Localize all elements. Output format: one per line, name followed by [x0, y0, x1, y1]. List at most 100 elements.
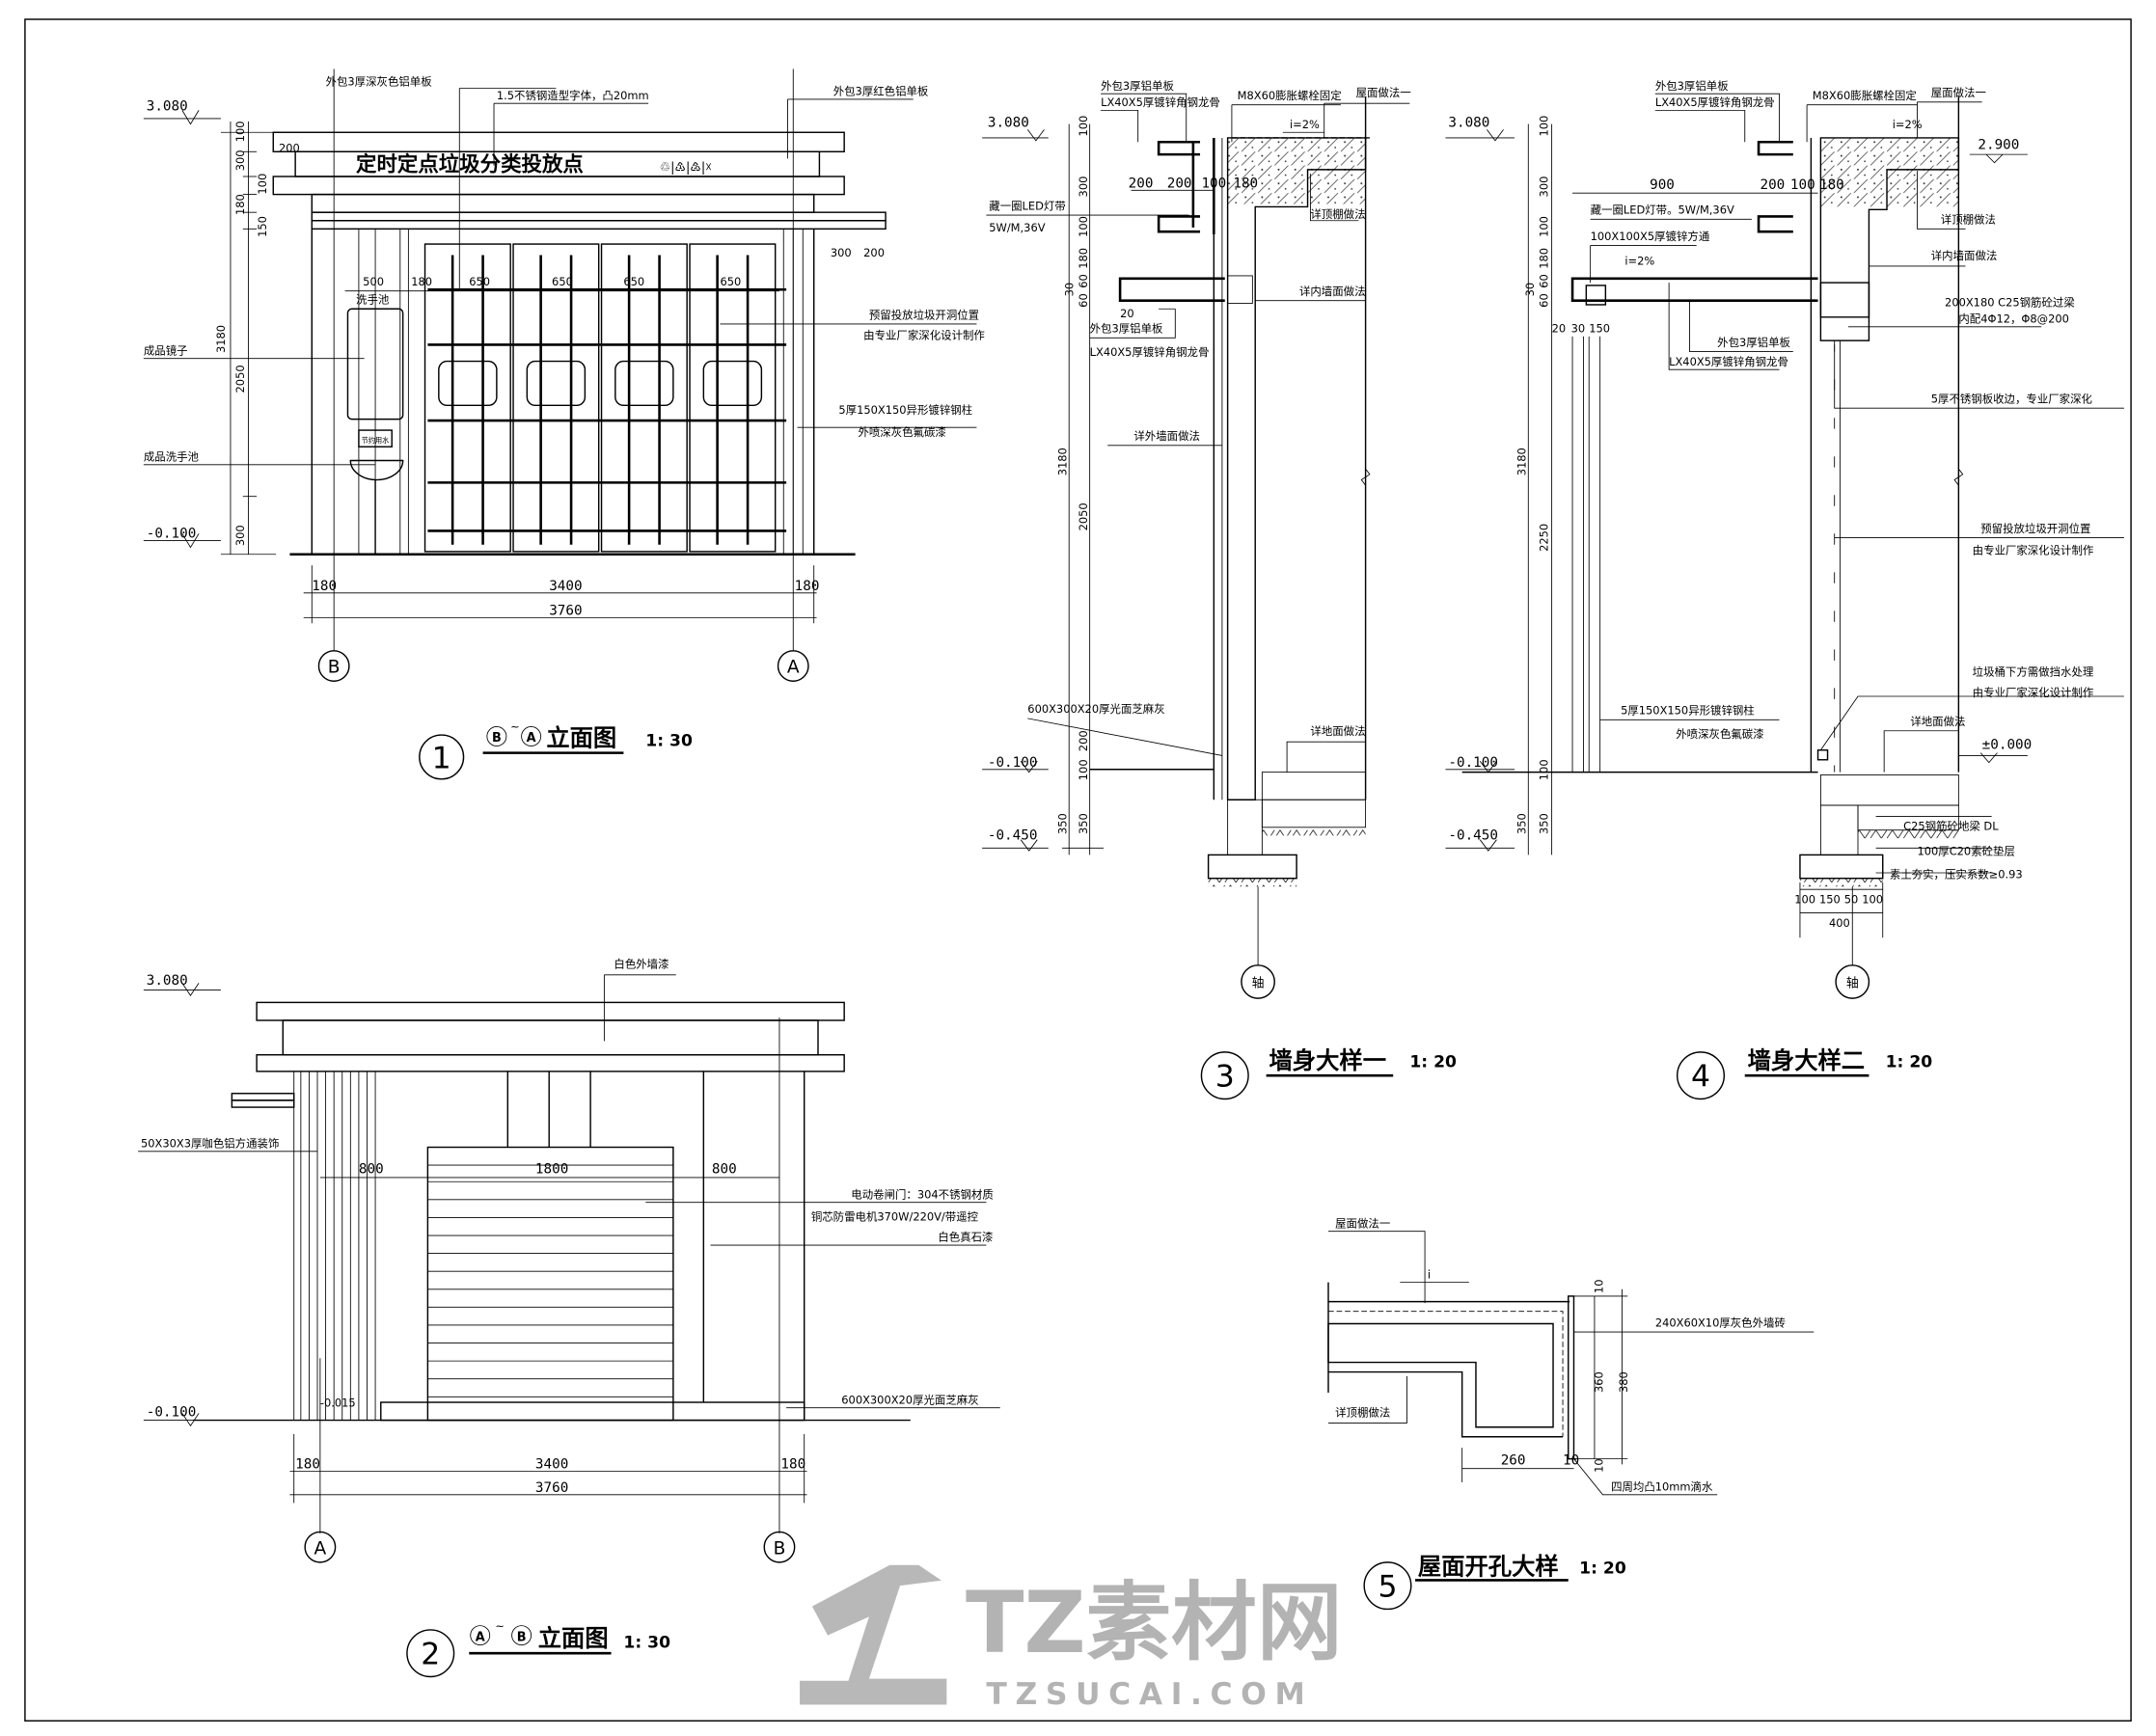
vdim: 2050: [1077, 502, 1090, 530]
elev-ground: -0.100: [988, 755, 1038, 771]
note-slope: i=2%: [1290, 118, 1320, 131]
note-lintel-2: 内配4Φ12，Φ8@200: [1958, 312, 2069, 326]
mirror: [346, 308, 404, 420]
elev-top: 3.080: [1448, 116, 1489, 131]
wall-tile: [1568, 1295, 1575, 1460]
note-led-1: 藏一圈LED灯带: [989, 199, 1066, 212]
vdim: 360: [1593, 1371, 1606, 1393]
vdim: 100: [1077, 216, 1090, 237]
vdim: 300: [1077, 176, 1090, 198]
hdim: 180: [1233, 176, 1258, 191]
sign-text: 定时定点垃圾分类投放点: [356, 151, 584, 176]
aluminum-panel-lower: [1118, 277, 1225, 302]
drawing-scale: 1: 20: [1579, 1559, 1626, 1578]
note-tile: 240X60X10厚灰色外墙砖: [1655, 1316, 1786, 1329]
vdim: 300: [233, 149, 247, 171]
note-trim: 5厚不锈钢板收边，专业厂家深化: [1931, 392, 2092, 405]
note-top: 白色外墙漆: [614, 958, 669, 971]
note-base: 600X300X20厚光面芝麻灰: [841, 1393, 978, 1406]
note-bolt: M8X60膨胀螺栓固定: [1813, 89, 1917, 102]
axis-label: B: [774, 1538, 786, 1559]
hdim: 100: [1201, 176, 1226, 191]
vdim: 30: [1523, 283, 1537, 297]
hdim: 180: [780, 1457, 805, 1473]
foot-dim: 100: [1794, 892, 1815, 906]
note-column-2: 外喷深灰色氟碳漆: [1676, 727, 1763, 741]
axis-label: A: [314, 1538, 327, 1559]
aluminum-panel-lower: [1570, 277, 1818, 306]
foot-dim: 150: [1819, 892, 1841, 906]
elev-found: -0.450: [988, 828, 1038, 844]
note-tube: 100X100X5厚镀锌方通: [1591, 230, 1710, 243]
title-axis-to: A: [527, 731, 536, 746]
axis-label: A: [787, 658, 800, 678]
vdim: 10: [1593, 1458, 1606, 1473]
roof-band-top: [272, 131, 845, 152]
note-slope-2: i=2%: [1624, 255, 1654, 268]
note-wall: 白色真石漆: [938, 1231, 993, 1244]
vdim-total: 3180: [1055, 448, 1069, 475]
vdim: 350: [1077, 813, 1090, 834]
elev-inner: 2.900: [1978, 137, 2019, 152]
vdim: 60: [1537, 293, 1550, 308]
note-opening-1: 预留投放垃圾开洞位置: [1980, 522, 2090, 535]
hdim-total: 3760: [549, 604, 582, 619]
vdim-base: 350: [1055, 813, 1069, 834]
drawing-number-circle: [419, 734, 465, 780]
hdim: 260: [1501, 1452, 1526, 1468]
drawing-number-circle: [406, 1629, 455, 1678]
vdim: 60: [1077, 274, 1090, 288]
note-column-2: 外喷深灰色氟碳漆: [858, 425, 945, 439]
drawing-number-circle: [1363, 1561, 1412, 1611]
tap-sign: [358, 429, 393, 448]
elev-zero: ±0.000: [1982, 737, 2033, 752]
vdim: 100: [256, 174, 269, 195]
roof-fascia: [282, 1019, 819, 1056]
drawing-3-wall-detail-1: 轴 外包3厚铝单板 LX40X5厚镀锌角钢龙骨 M8X60膨胀螺栓固定 屋面做法…: [982, 79, 1457, 1100]
note-panel-bottom-1: 外包3厚铝单板: [1090, 322, 1163, 336]
elev-top: 3.080: [147, 973, 188, 989]
note-door-2: 铜芯防雷电机370W/220V/带遥控: [811, 1209, 979, 1223]
tap-sign-text: 节约用水: [362, 436, 390, 445]
elev-bottom: -0.100: [147, 1404, 197, 1420]
lintel: [1819, 282, 1870, 341]
drawing-number: 4: [1691, 1060, 1710, 1095]
note-panel-top-2: LX40X5厚镀锌角钢龙骨: [1655, 95, 1775, 109]
watermark-url: TZSUCAI.COM: [986, 1677, 1313, 1712]
note-top-right: 外包3厚红色铝单板: [833, 85, 929, 98]
small-dim: 30: [1571, 322, 1586, 336]
elev-inner: -0.015: [320, 1396, 356, 1409]
hdim: 100: [1790, 177, 1815, 193]
note-panel-bottom-2: LX40X5厚镀锌角钢龙骨: [1669, 355, 1788, 368]
door-dim: 1800: [535, 1162, 568, 1178]
hdim-total: 3760: [535, 1480, 568, 1496]
drawing-number-circle: [1200, 1051, 1249, 1100]
note-column-1: 5厚150X150异形镀锌钢柱: [1621, 704, 1755, 718]
small-dim: 20: [1552, 322, 1567, 336]
note-opening-1: 预留投放垃圾开洞位置: [869, 308, 979, 321]
wash-basin: [349, 459, 404, 481]
note-slope: i=2%: [1893, 118, 1923, 131]
panel-dim: 650: [623, 275, 644, 288]
roof-band-bottom: [272, 176, 845, 196]
drawing-4-wall-detail-2: 轴 外包3厚铝单板 LX40X5厚镀锌角钢龙骨 M8X60膨胀螺栓固定 屋面做法…: [1445, 79, 2124, 1100]
note-bolt: M8X60膨胀螺栓固定: [1238, 89, 1342, 102]
vdim: 180: [1077, 248, 1090, 269]
axis-label: 轴: [1252, 977, 1265, 991]
note-panel-bottom-1: 外包3厚铝单板: [1717, 336, 1790, 349]
elev-top: 3.080: [147, 98, 188, 114]
drawing-title: 墙身大样二: [1748, 1046, 1865, 1074]
note-top-mid: 1.5不锈钢造型字体，凸20mm: [497, 89, 649, 102]
note-led: 藏一圈LED灯带。5W/M,36V: [1591, 203, 1734, 217]
wall-section: [1226, 137, 1367, 800]
drawing-number-circle: [1676, 1051, 1726, 1100]
hdim: 3400: [535, 1457, 568, 1473]
slab-section: [1327, 1322, 1554, 1428]
note-lintel-1: 200X180 C25钢筋砼过梁: [1945, 295, 2075, 309]
watermark: TZ素材网 TZSUCAI.COM: [800, 1564, 1343, 1712]
drawing-title: 屋面开孔大样: [1418, 1553, 1559, 1581]
vdim: 200: [1077, 730, 1090, 751]
drawing-number: 3: [1215, 1060, 1235, 1095]
sign-offset-dim: 200: [279, 141, 300, 154]
aluminum-slats: [293, 1071, 376, 1421]
